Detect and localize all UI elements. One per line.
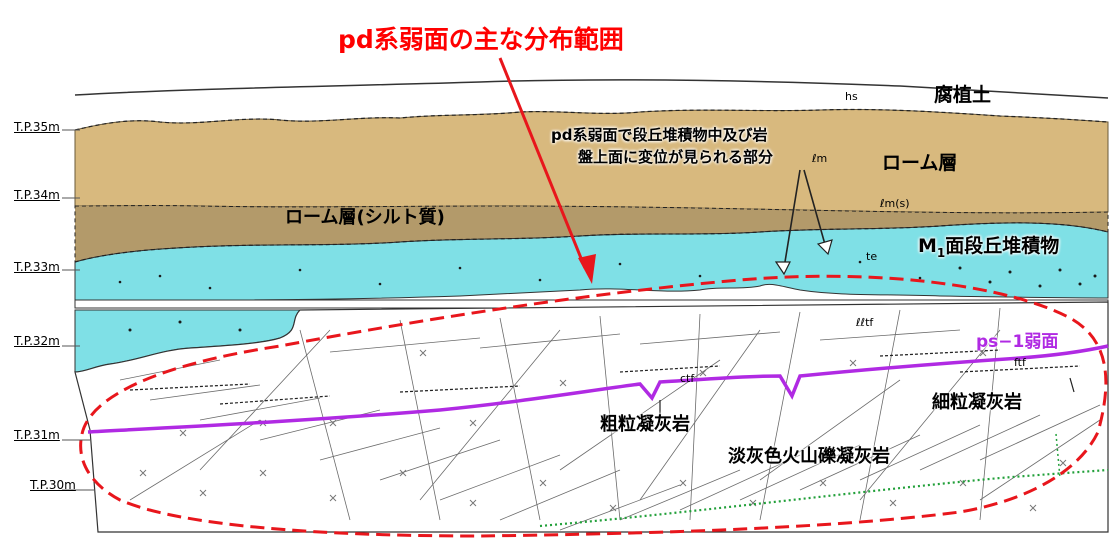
label-fine-tuff: 細粒凝灰岩 <box>932 392 1022 413</box>
title-arrow <box>498 57 596 284</box>
elevation-label-35: T.P.35m <box>14 120 60 134</box>
label-coarse-tuff: 粗粒凝灰岩 <box>600 414 690 435</box>
label-ps1: ps−1弱面 <box>976 332 1059 352</box>
label-humus: 腐植土 <box>934 84 992 106</box>
elevation-label-34: T.P.34m <box>14 188 60 202</box>
symbol-lm: ℓm <box>812 152 828 165</box>
callout-arrows <box>774 169 833 276</box>
elevation-label-30: T.P.30m <box>30 478 76 492</box>
symbol-hs: hs <box>845 90 858 103</box>
terrace-gravel-dots <box>118 260 1097 332</box>
label-loam: ローム層 <box>882 152 958 174</box>
symbol-ctf: ctf <box>680 372 695 385</box>
callout-line-1: pd系弱面で段丘堆積物中及び岩 <box>551 126 768 144</box>
green-dotted-vertical <box>1055 433 1061 479</box>
symbol-te: te <box>866 250 878 263</box>
terrace-prefix: M <box>918 235 937 257</box>
label-terrace-deposit: M1面段丘堆積物 <box>918 231 1059 260</box>
symbol-ftf: ftf <box>1014 356 1026 369</box>
rock-lens-lines <box>129 349 1081 405</box>
label-lapilli-tuff: 淡灰色火山礫凝灰岩 <box>728 446 890 467</box>
symbol-lm-s: ℓm(s) <box>880 197 910 210</box>
elevation-label-31: T.P.31m <box>14 428 60 442</box>
rock-body-outline <box>74 301 1109 533</box>
distribution-range-ellipse <box>79 274 1108 538</box>
callout-line-2: 盤上面に変位が見られる部分 <box>578 148 774 166</box>
elevation-label-33: T.P.33m <box>14 260 60 274</box>
fine-tuff-leader <box>1069 377 1075 393</box>
green-dotted-boundary <box>539 468 1109 528</box>
elevation-label-32: T.P.32m <box>14 334 60 348</box>
terrace-base-dashed <box>74 222 1109 263</box>
symbol-lltf: ℓℓtf <box>856 316 874 329</box>
terrace-subscript: 1 <box>936 245 946 260</box>
figure-title: pd系弱面の主な分布範囲 <box>338 25 624 54</box>
ground-surface-line <box>74 79 1109 99</box>
loam-top-dashed <box>74 108 1109 131</box>
label-loam-silty: ローム層(シルト質) <box>285 207 445 228</box>
ps1-weak-plane-line <box>87 344 1109 434</box>
terrace-suffix: 面段丘堆積物 <box>945 235 1060 257</box>
elevation-ticks <box>62 129 95 491</box>
